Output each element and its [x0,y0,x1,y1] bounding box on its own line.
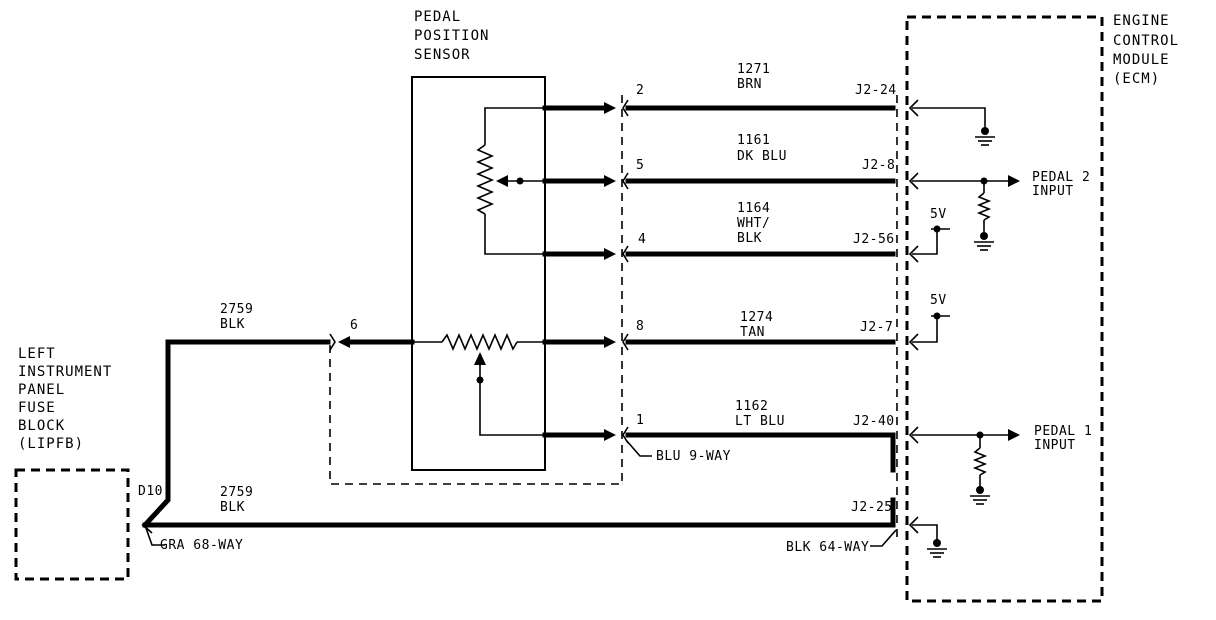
sensor-connector-pins [622,99,629,444]
ground-icon [974,241,994,251]
sensor-ecm-wires: 2 1271 BRN J2-24 5 1161 DK BLU J2-8 4 11… [542,62,897,473]
lipfb-label-line3: PANEL [18,382,65,398]
pin-6-arrow-icon [338,336,350,348]
ecm-pin-j2-56: J2-56 [853,232,895,247]
pedal2-label-line2: INPUT [1032,184,1074,199]
pedal-position-sensor: PEDAL POSITION SENSOR [411,9,546,471]
sensor-connector-outline [329,95,623,485]
ecm-j2-25-ground-lead [912,524,938,540]
ecm-label-line4: (ECM) [1113,71,1160,87]
ecm-connector-leader [870,529,897,547]
wire-2759-lower-circuit: 2759 [220,485,253,500]
pedal1-arrow-icon [1008,429,1020,441]
ecm-j2-24-ground-lead [912,107,986,128]
pedal2-label-line1: PEDAL 2 [1032,170,1090,185]
pin-8-label: 8 [636,319,644,334]
lipfb-pin-d10: D10 [138,484,163,499]
lipfb-connector-leader [145,527,165,546]
wire-2759-lower-color: BLK [220,500,245,515]
ecm-pin-j2-7: J2-7 [860,320,893,335]
pedal1-label-line1: PEDAL 1 [1034,424,1092,439]
pot1-resistor-icon [441,332,518,352]
sensor-title-line3: SENSOR [414,47,471,63]
pot2-wiper-arrow-icon [496,175,508,187]
lipfb-connector-label: GRA 68-WAY [160,538,243,553]
pin-1-arrow-icon [604,429,616,441]
ecm-pin-j2-24: J2-24 [855,83,897,98]
pedal2-arrow-icon [1008,175,1020,187]
ecm-box [905,15,1104,603]
pot1-wiper-lead [479,365,545,436]
sensor-connector-label: BLU 9-WAY [656,449,731,464]
pedal2-pulldown-resistor-icon [976,192,992,221]
wire-1274-color: TAN [740,325,765,340]
wire-1164-circuit: 1164 [737,201,770,216]
ground-icon [975,136,995,146]
pot2-resistor-icon [475,144,495,215]
pin-8-arrow-icon [604,336,616,348]
wire-1271-color: BRN [737,77,762,92]
pin-4-arrow-icon [604,248,616,260]
sensor-title-line1: PEDAL [414,9,461,25]
pot2-wiper-dot [516,177,524,185]
pin-5-label: 5 [636,158,644,173]
wire-1161-circuit: 1161 [737,133,770,148]
lipfb-label-line1: LEFT [18,346,56,362]
ref-5v-upper: 5V [930,207,947,222]
lipfb-label-line2: INSTRUMENT [18,364,112,380]
pot2-bottom-lead [484,214,545,255]
pin-1-label: 1 [636,413,644,428]
pot2-top-lead [484,107,545,145]
pin-5-arrow-icon [604,175,616,187]
ecm-pin-j2-40: J2-40 [853,414,895,429]
wire-2759-upper-circuit: 2759 [220,302,253,317]
ecm-label-line3: MODULE [1113,52,1170,68]
ground-icon [927,548,947,558]
ecm-pin-j2-8: J2-8 [862,158,895,173]
wire-1164-color-2: BLK [737,231,762,246]
wire-1162-color: LT BLU [735,414,785,429]
ecm-pin-j2-25: J2-25 [851,500,893,515]
sensor-box [411,76,546,471]
lipfb-label-line5: BLOCK [18,418,65,434]
lipfb: LEFT INSTRUMENT PANEL FUSE BLOCK (LIPFB) [14,346,130,581]
pin-4-label: 4 [638,232,646,247]
ecm-connector-label: BLK 64-WAY [786,540,869,555]
ref-5v-lower-lead [912,316,938,343]
wire-1274-circuit: 1274 [740,310,773,325]
ground-icon [970,495,990,505]
lipfb-label-line6: (LIPFB) [18,436,84,452]
pin-2-arrow-icon [604,102,616,114]
pin-2-label: 2 [636,83,644,98]
wire-2759-upper [141,339,331,529]
wire-2759-upper-color: BLK [220,317,245,332]
ecm: ENGINE CONTROL MODULE (ECM) P [905,13,1179,603]
wire-1271-circuit: 1271 [737,62,770,77]
wire-1164-color-1: WHT/ [737,216,770,231]
pot1-wiper-arrow-icon [474,352,486,365]
pedal1-pulldown-resistor-icon [972,447,988,476]
pedal1-label-line2: INPUT [1034,438,1076,453]
wire-1161-color: DK BLU [737,149,787,164]
sensor-connector-leader [625,439,652,457]
pin-6-label: 6 [350,318,358,333]
sensor-title-line2: POSITION [414,28,489,44]
lipfb-box [14,468,130,581]
wire-1162-circuit: 1162 [735,399,768,414]
ref-5v-lower: 5V [930,293,947,308]
lipfb-label-line4: FUSE [18,400,56,416]
ref-5v-upper-lead [912,229,938,255]
ecm-label-line2: CONTROL [1113,33,1179,49]
ecm-label-line1: ENGINE [1113,13,1170,29]
